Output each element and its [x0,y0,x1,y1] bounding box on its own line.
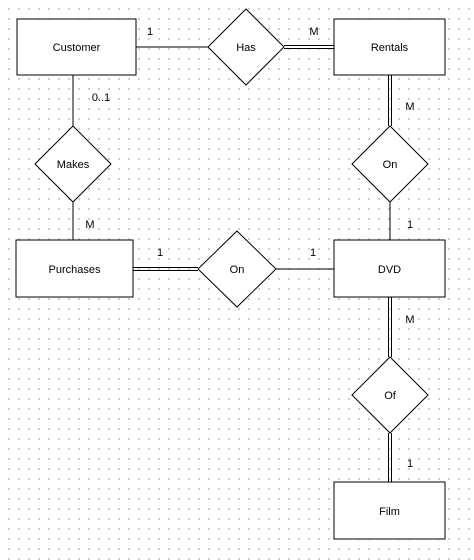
cardinality-on2-dvd: 1 [310,247,316,259]
cardinality-customer-has: 1 [147,26,153,38]
cardinality-dvd-of: M [405,314,414,326]
cardinality-labels: 1 M 0..1 M M 1 1 1 M 1 [85,26,414,470]
cardinality-makes-purchases: M [85,219,94,231]
entity-purchases[interactable]: Purchases [15,239,134,298]
entity-dvd-label: DVD [378,264,401,276]
cardinality-on-dvd: 1 [407,219,413,231]
cardinality-purchases-on: 1 [157,247,163,259]
cardinality-of-film: 1 [407,458,413,470]
entity-customer[interactable]: Customer [16,18,137,76]
relationship-on-rentals-dvd-label: On [383,159,398,171]
entity-rentals[interactable]: Rentals [333,18,446,76]
relationship-of[interactable]: Of [351,356,429,434]
relationship-has-label: Has [236,42,256,54]
cardinality-customer-makes: 0..1 [92,92,110,104]
relationship-of-label: Of [384,390,397,402]
cardinality-has-rentals: M [309,26,318,38]
entity-customer-label: Customer [53,42,101,54]
entity-dvd[interactable]: DVD [333,239,446,298]
relationship-makes[interactable]: Makes [34,125,112,203]
relationship-on-purchases-dvd-label: On [230,264,245,276]
relationship-has[interactable]: Has [207,8,285,86]
connectors [72,45,392,482]
cardinality-rentals-on: M [405,101,414,113]
relationship-makes-label: Makes [57,159,90,171]
relationship-on-rentals-dvd[interactable]: On [351,125,429,203]
entity-rentals-label: Rentals [371,42,409,54]
relationship-on-purchases-dvd[interactable]: On [197,230,277,308]
entity-film-label: Film [379,506,400,518]
entity-film[interactable]: Film [333,481,446,540]
entity-purchases-label: Purchases [49,264,101,276]
